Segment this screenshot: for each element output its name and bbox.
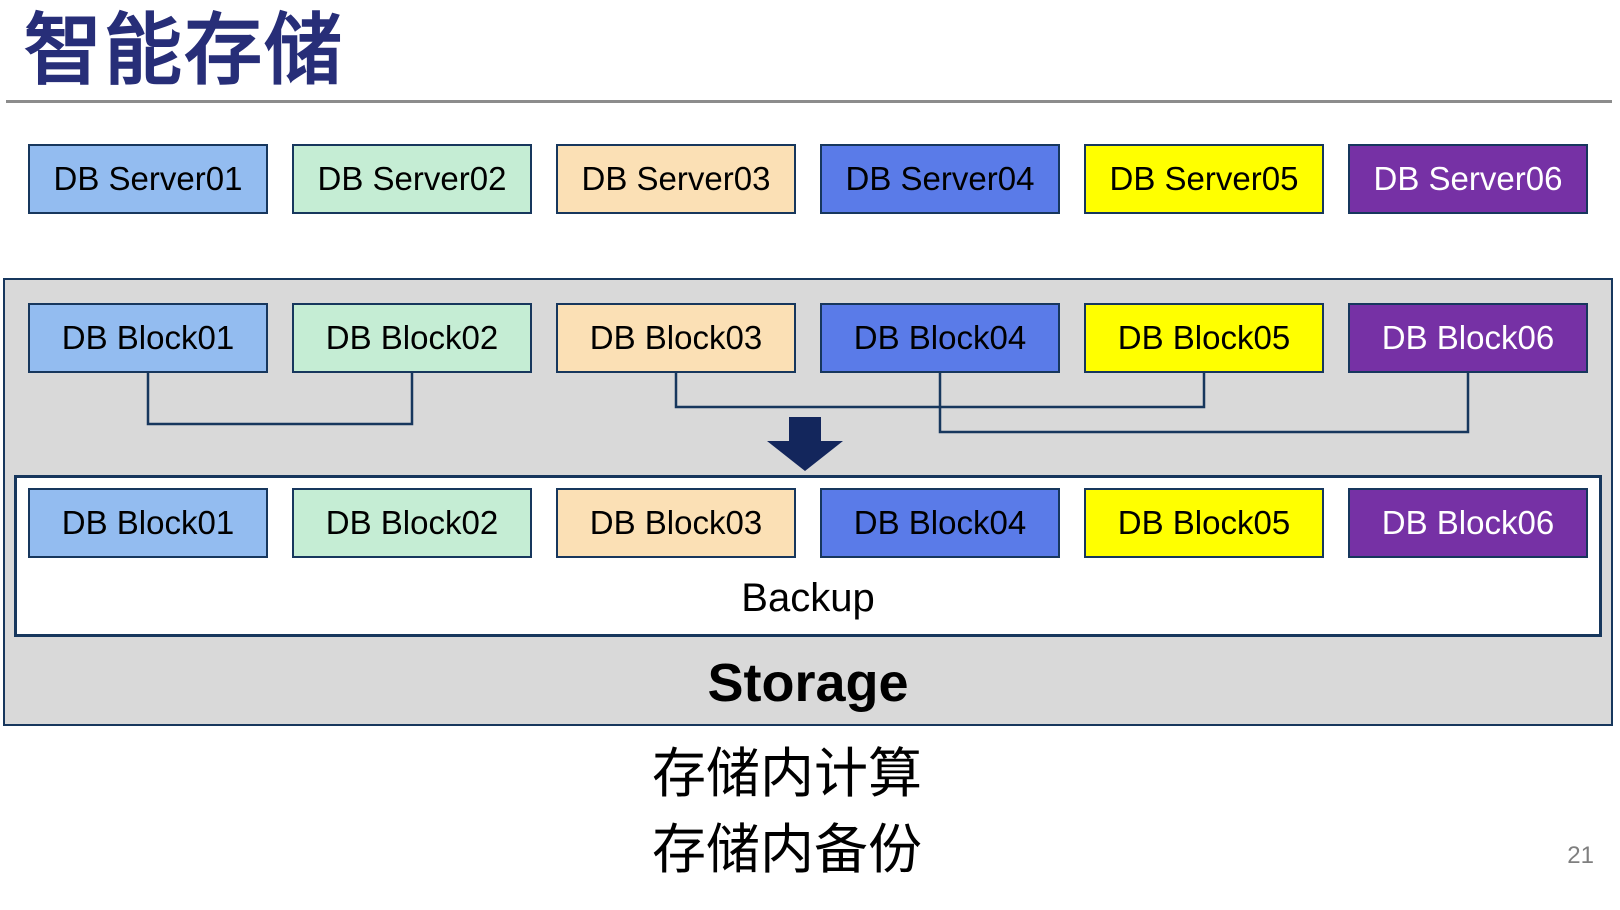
- db-block-row-bottom: DB Block01 DB Block02 DB Block03 DB Bloc…: [28, 488, 1588, 558]
- backup-label: Backup: [741, 576, 875, 620]
- server-box-01: DB Server01: [28, 144, 268, 214]
- title-divider: [6, 100, 1612, 103]
- block-bottom-05: DB Block05: [1084, 488, 1324, 558]
- block-top-05: DB Block05: [1084, 303, 1324, 373]
- server-box-03: DB Server03: [556, 144, 796, 214]
- db-block-row-top: DB Block01 DB Block02 DB Block03 DB Bloc…: [28, 303, 1588, 373]
- backup-box: [14, 475, 1602, 637]
- server-box-05: DB Server05: [1084, 144, 1324, 214]
- server-box-02: DB Server02: [292, 144, 532, 214]
- block-bottom-02: DB Block02: [292, 488, 532, 558]
- page-number: 21: [1567, 842, 1594, 869]
- block-top-04: DB Block04: [820, 303, 1060, 373]
- block-bottom-06: DB Block06: [1348, 488, 1588, 558]
- db-server-row: DB Server01 DB Server02 DB Server03 DB S…: [28, 144, 1588, 214]
- server-box-04: DB Server04: [820, 144, 1060, 214]
- storage-label: Storage: [707, 653, 909, 713]
- block-top-03: DB Block03: [556, 303, 796, 373]
- block-bottom-01: DB Block01: [28, 488, 268, 558]
- block-top-01: DB Block01: [28, 303, 268, 373]
- caption-line-1: 存储内计算: [652, 744, 922, 804]
- page-title: 智能存储: [24, 6, 345, 94]
- block-top-06: DB Block06: [1348, 303, 1588, 373]
- block-bottom-04: DB Block04: [820, 488, 1060, 558]
- server-box-06: DB Server06: [1348, 144, 1588, 214]
- caption-block: 存储内计算 存储内备份: [652, 736, 922, 888]
- block-top-02: DB Block02: [292, 303, 532, 373]
- caption-line-2: 存储内备份: [652, 820, 922, 880]
- block-bottom-03: DB Block03: [556, 488, 796, 558]
